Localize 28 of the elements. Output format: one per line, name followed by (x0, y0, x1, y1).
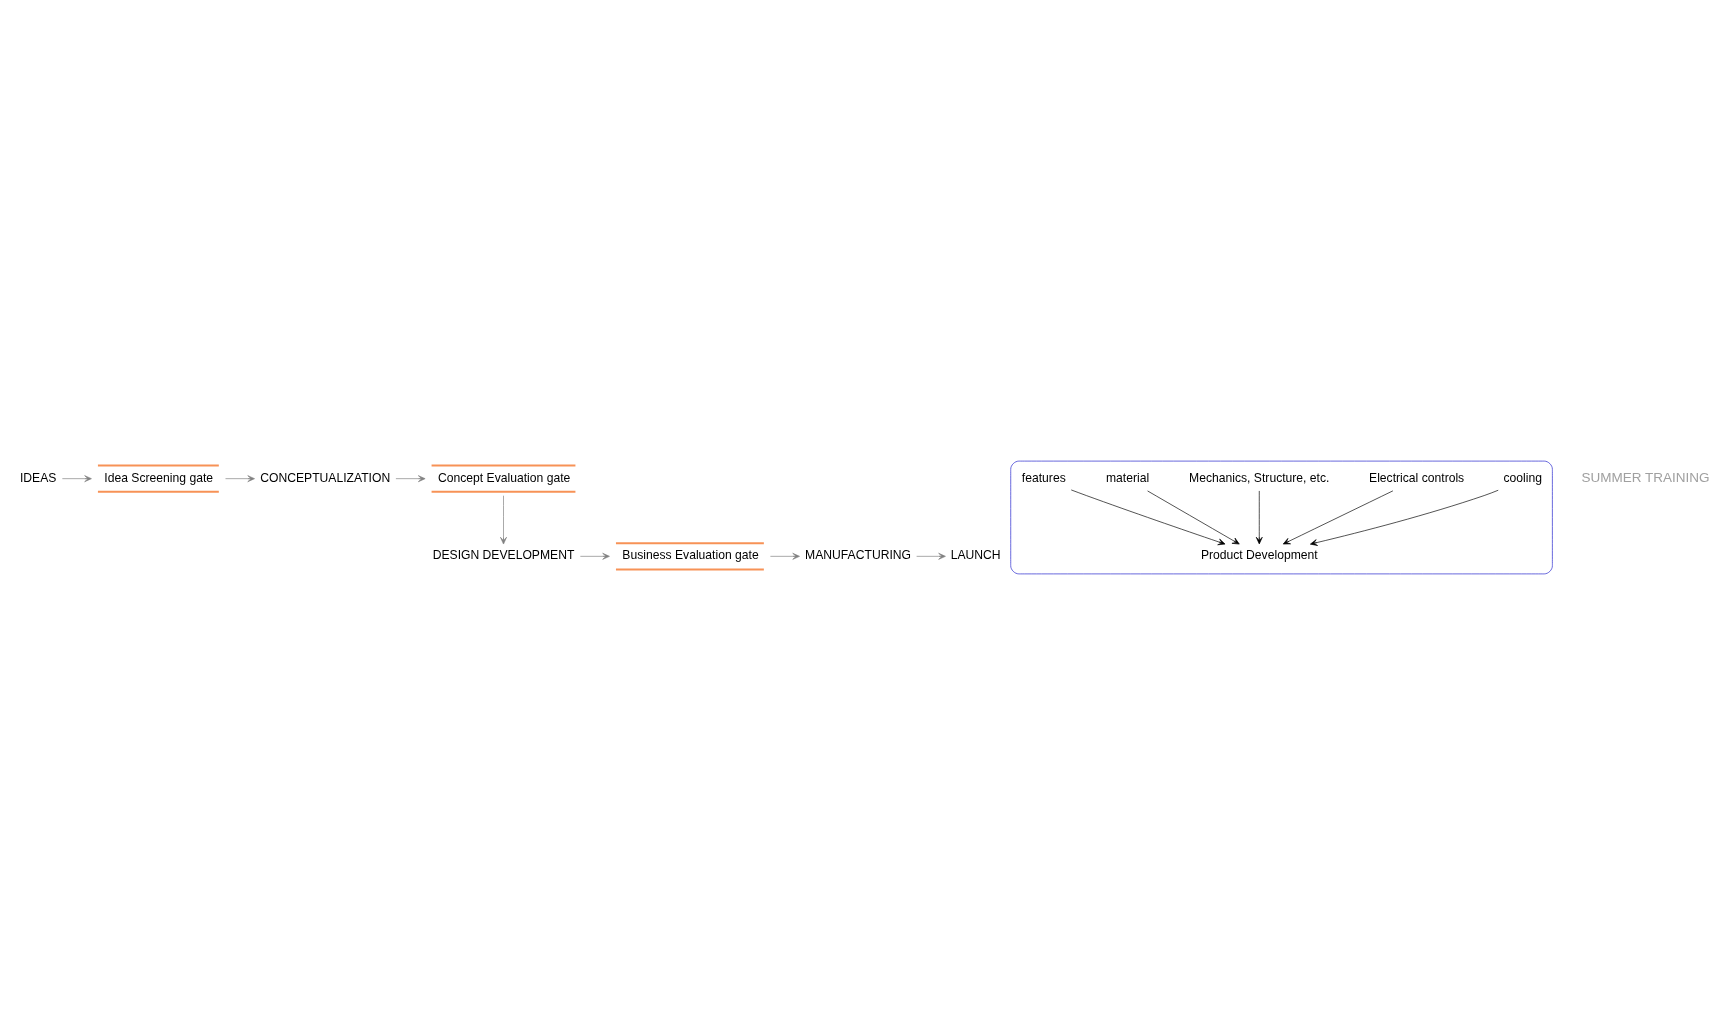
cluster (1010, 460, 1553, 575)
arrow (1255, 490, 1263, 545)
arrow (225, 475, 255, 483)
arrow (770, 552, 800, 560)
arrow (1147, 490, 1240, 545)
node-text: Idea Screening gate (104, 470, 214, 485)
node-text: Electrical controls (1369, 470, 1465, 485)
node-text: Mechanics, Structure, etc. (1189, 470, 1330, 485)
node-text: CONCEPTUALIZATION (260, 470, 391, 485)
arrow (62, 475, 92, 483)
node-text: Concept Evaluation gate (437, 470, 571, 485)
label: SUMMER TRAINING (1581, 470, 1710, 486)
node-text: features (1021, 470, 1066, 485)
node-text: LAUNCH (950, 548, 1001, 563)
arrow (395, 475, 426, 483)
arrow (916, 552, 946, 560)
arrow (500, 495, 507, 545)
arrow (580, 552, 610, 560)
arrow (1310, 489, 1499, 546)
node-text: Product Development (1200, 548, 1318, 563)
node-text: material (1105, 470, 1150, 485)
node-text: MANUFACTURING (805, 548, 912, 563)
arrow (1282, 490, 1394, 545)
node-text: IDEAS (19, 470, 57, 485)
node-text: DESIGN DEVELOPMENT (432, 548, 575, 563)
arrow (1070, 489, 1226, 546)
node-text: cooling (1503, 470, 1542, 485)
node-text: Business Evaluation gate (622, 548, 759, 563)
